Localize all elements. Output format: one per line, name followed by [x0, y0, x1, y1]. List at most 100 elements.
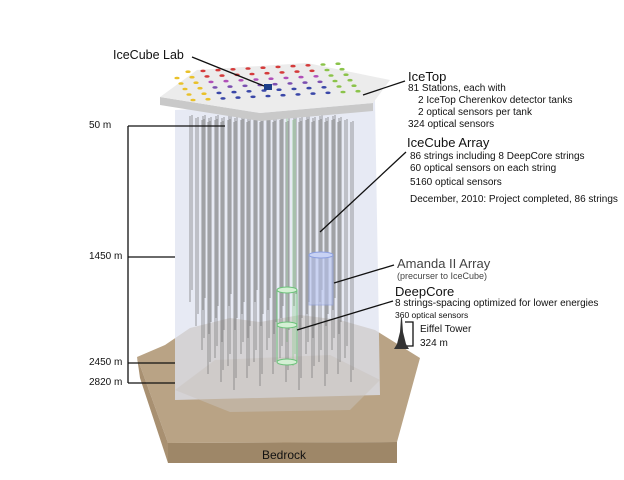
depth-scale: [127, 125, 225, 384]
icetop-station: [246, 90, 252, 93]
icetop-station: [321, 86, 327, 89]
icetop-station: [275, 65, 281, 69]
amanda-cylinder: [308, 251, 334, 306]
deepcore-line: 8 strings-spacing optimized for lower en…: [395, 298, 599, 309]
icetop-station: [245, 67, 251, 70]
icetop-station: [260, 66, 266, 69]
icetop-station: [253, 78, 259, 81]
icetop-station: [178, 82, 184, 85]
icetop-station: [208, 80, 214, 84]
depth-label: 2820 m: [89, 377, 123, 388]
completion-note: December, 2010: Project completed, 86 st…: [410, 194, 618, 205]
icetop-station: [298, 75, 304, 79]
bedrock-label: Bedrock: [262, 448, 307, 462]
icetop-station: [242, 84, 248, 88]
icetop-station: [287, 82, 293, 85]
icetop-station: [216, 91, 222, 95]
array-line: 5160 optical sensors: [410, 177, 502, 188]
icetop-station: [201, 92, 207, 95]
icetop-line: 2 IceTop Cherenkov detector tanks: [418, 95, 573, 106]
icetop-station: [313, 75, 319, 78]
deepcore-cylinders: [276, 286, 298, 366]
icetop-station: [204, 75, 210, 78]
icetop-station: [339, 67, 345, 71]
icetop-station: [305, 64, 311, 67]
deepcore-line: 360 optical sensors: [395, 310, 469, 320]
icetop-station: [324, 68, 330, 72]
icetop-station: [276, 88, 282, 91]
icetop-station: [294, 70, 300, 73]
icetop-station: [223, 79, 229, 83]
icetop-station: [227, 85, 233, 88]
icetop-station: [189, 75, 195, 79]
amanda-title: Amanda II Array: [397, 256, 491, 271]
icetop-station: [205, 97, 211, 101]
array-title: IceCube Array: [407, 135, 490, 150]
icetop-station: [264, 71, 270, 75]
icetop-station: [325, 91, 331, 95]
icetop-station: [185, 70, 191, 73]
icetop-station: [230, 68, 236, 71]
icetop-station: [280, 93, 286, 97]
icetop-station: [212, 86, 218, 89]
icetop-station: [309, 69, 315, 73]
eiffel-title: Eiffel Tower: [420, 324, 472, 335]
icetop-station: [290, 64, 296, 68]
ice-bottom: [175, 355, 380, 412]
icetop-station: [355, 89, 361, 93]
icetop-station: [279, 71, 285, 74]
icecube-lab-building: [264, 84, 272, 90]
icetop-station: [302, 81, 308, 84]
icetop-station: [340, 90, 346, 94]
icetop-station: [190, 98, 196, 102]
depth-label: 1450 m: [89, 251, 123, 262]
icetop-station: [328, 74, 334, 77]
icetop-title: IceTop: [408, 69, 447, 84]
icetop-station: [235, 96, 241, 99]
icetop-station: [193, 81, 199, 84]
icetop-line: 324 optical sensors: [408, 119, 495, 130]
icetop-station: [310, 92, 316, 95]
icetop-station: [200, 69, 206, 73]
icetop-surface-side: [160, 97, 373, 121]
amanda-subtitle: (precurser to IceCube): [397, 271, 488, 281]
icetop-station: [343, 73, 349, 76]
icetop-station: [250, 95, 256, 99]
icetop-station: [335, 62, 341, 65]
eiffel-tower-icon: [394, 318, 409, 349]
icetop-station: [295, 93, 301, 96]
icetop-station: [265, 94, 271, 98]
icetop-station: [174, 76, 180, 80]
icetop-station: [249, 72, 255, 76]
eiffel-height: 324 m: [420, 338, 448, 349]
icetop-station: [238, 79, 244, 82]
icetop-station: [283, 76, 289, 80]
icetop-station: [182, 87, 188, 91]
icetop-station: [186, 93, 192, 96]
icetop-station: [347, 78, 353, 82]
icetop-station: [332, 79, 338, 83]
icetop-station: [317, 80, 323, 84]
icetop-station: [306, 86, 312, 90]
icetop-station: [268, 77, 274, 80]
icetop-station: [291, 87, 297, 91]
strings-group: [189, 115, 354, 390]
array-line: 86 strings including 8 DeepCore strings: [410, 151, 585, 162]
depth-label: 2450 m: [89, 357, 123, 368]
array-line: 60 optical sensors on each string: [410, 163, 557, 174]
icecube-lab-label: IceCube Lab: [113, 48, 184, 62]
icetop-stations: [174, 62, 361, 102]
icetop-station: [336, 85, 342, 88]
icetop-line: 81 Stations, each with: [408, 83, 506, 94]
ice-volume: [175, 100, 380, 400]
icetop-line: 2 optical sensors per tank: [418, 107, 532, 118]
deepcore-title: DeepCore: [395, 284, 455, 299]
leader-lines: [191, 56, 414, 347]
bedrock-front: [168, 442, 397, 463]
icetop-station: [320, 63, 326, 66]
icetop-station: [197, 86, 203, 90]
icetop-station: [231, 90, 237, 94]
depth-label: 50 m: [89, 120, 112, 131]
